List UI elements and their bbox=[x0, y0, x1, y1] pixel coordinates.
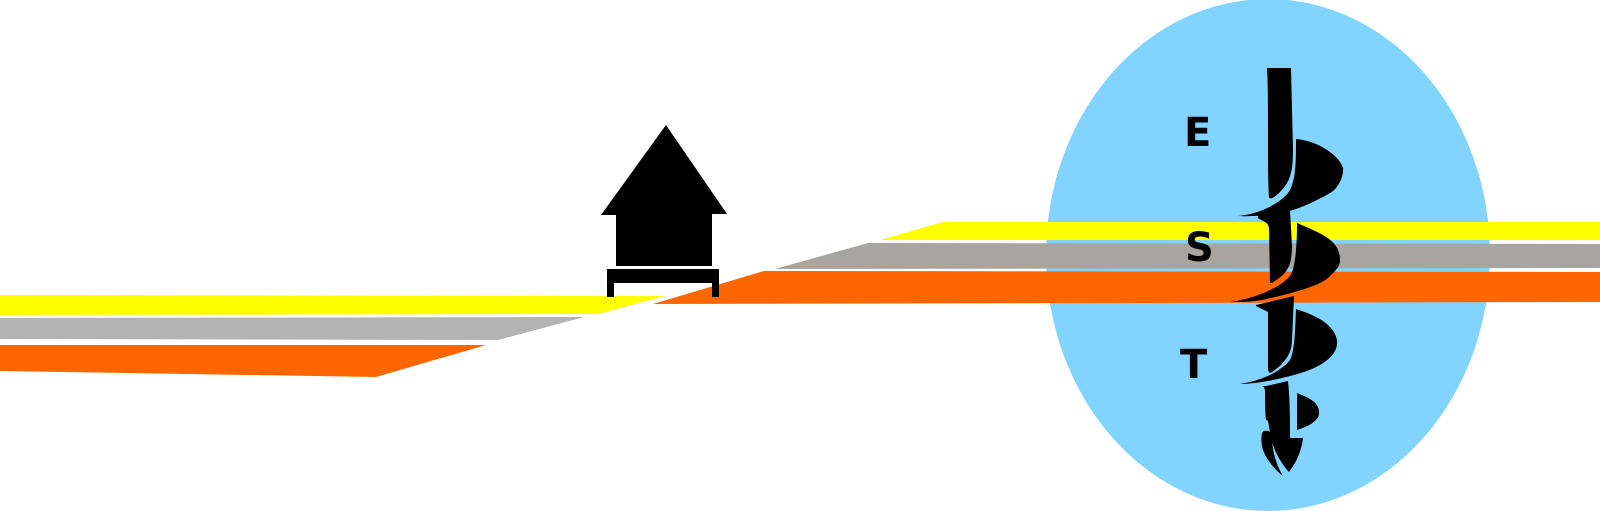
logo-glyph bbox=[1230, 68, 1344, 476]
layer-orange-right bbox=[653, 271, 1600, 304]
up-arrow-icon bbox=[601, 125, 727, 266]
layer-yellow-right bbox=[880, 222, 1600, 240]
logo-letter-e: E bbox=[1184, 110, 1212, 156]
logo-letter-s: S bbox=[1185, 225, 1214, 271]
bracket-marker bbox=[607, 269, 719, 297]
layer-yellow-left bbox=[0, 295, 665, 315]
layer-gray-right bbox=[775, 243, 1600, 269]
logo-letter-t: T bbox=[1180, 342, 1208, 388]
layer-gray-left bbox=[0, 317, 584, 340]
layer-orange-left bbox=[0, 345, 486, 377]
